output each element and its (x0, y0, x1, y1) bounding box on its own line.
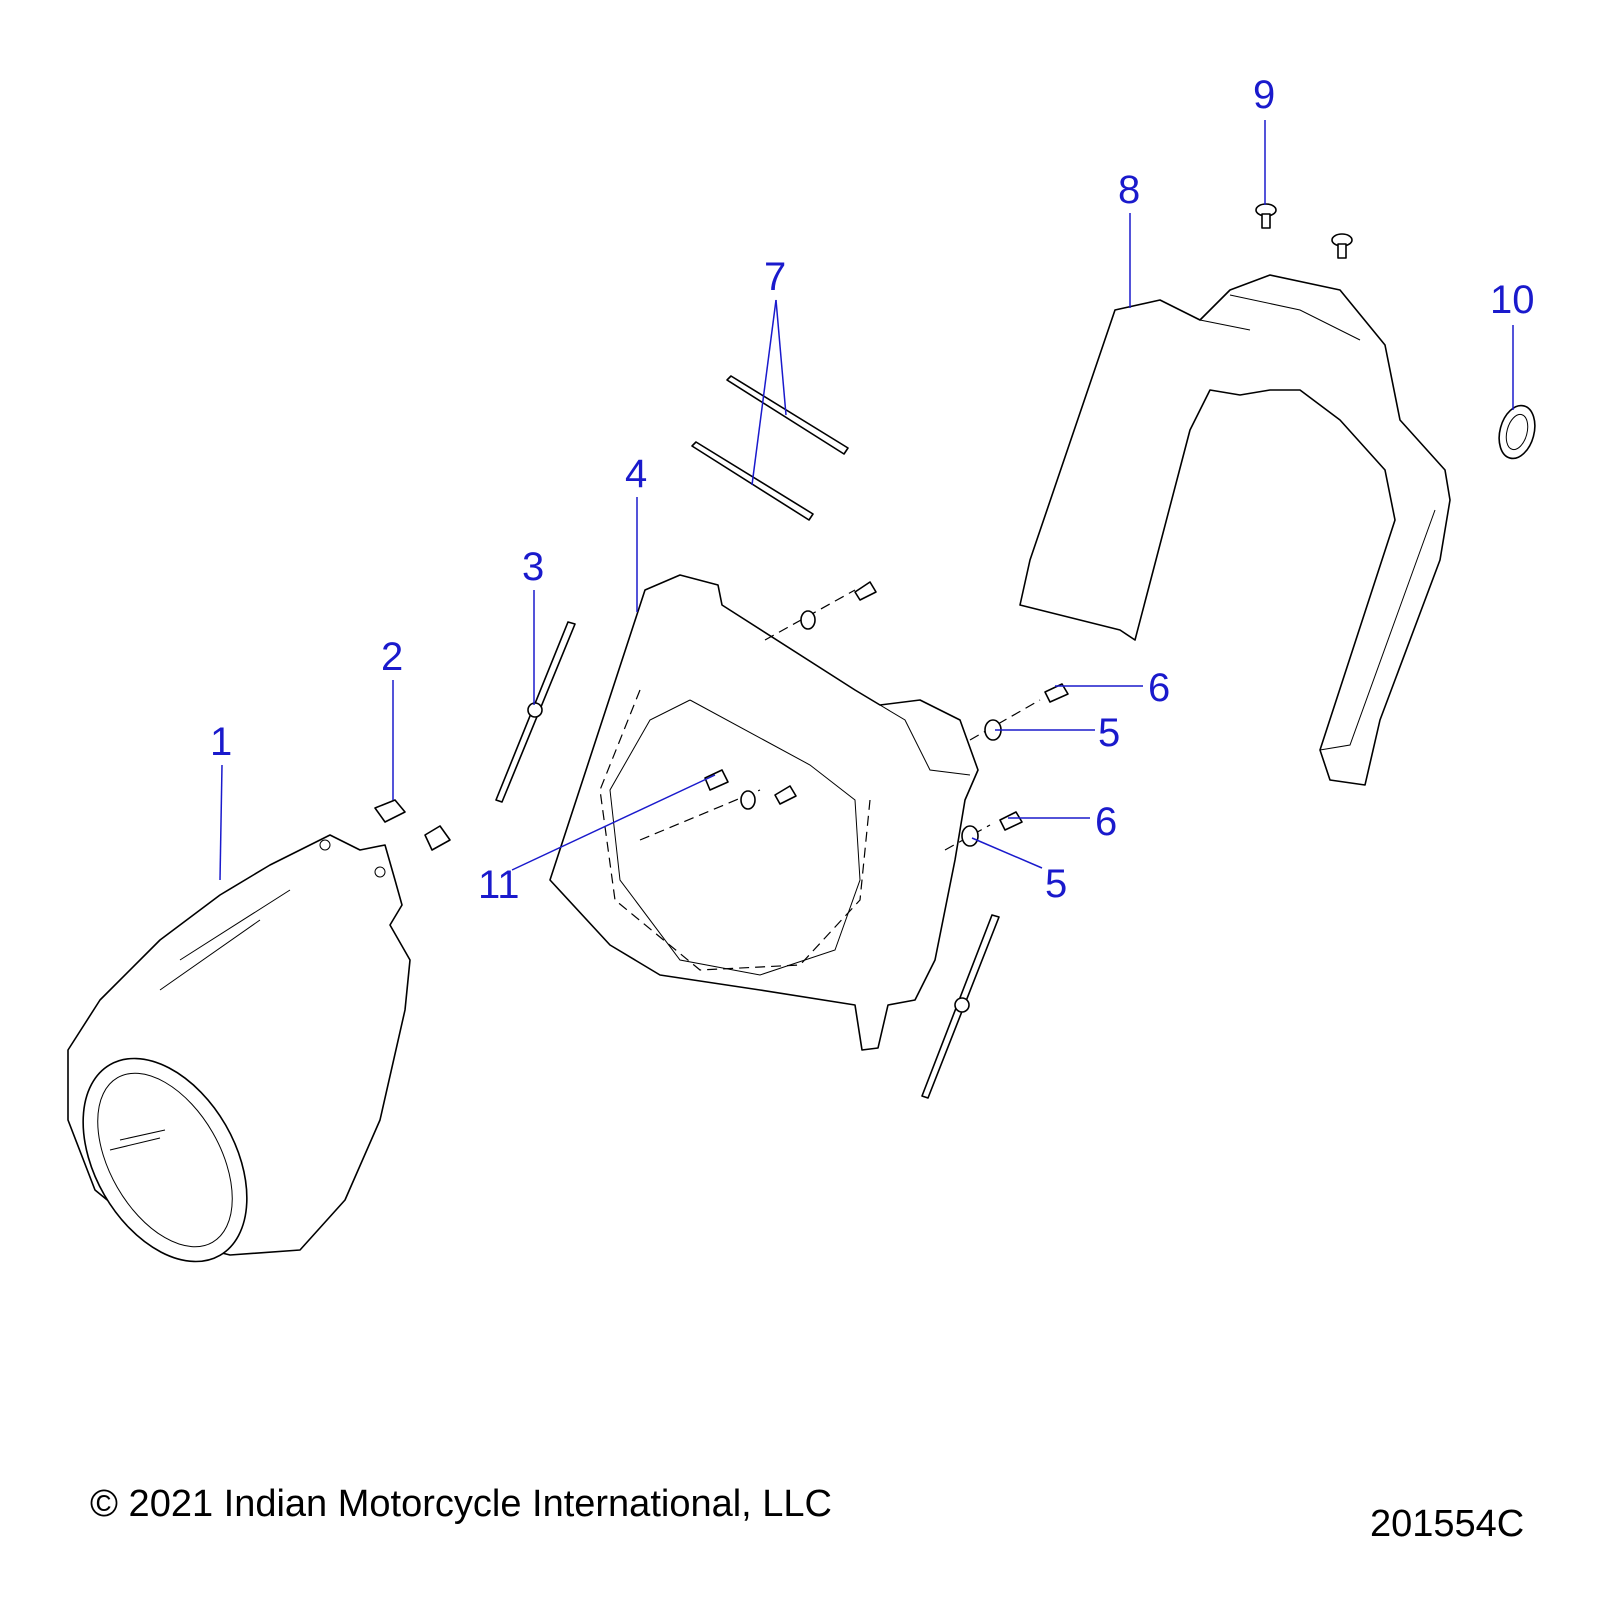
callout-6: 6 (1095, 800, 1117, 844)
rod-part (495, 621, 1000, 1099)
callout-11: 11 (478, 863, 520, 907)
callout-5: 5 (1098, 711, 1120, 755)
fork-cover-part (1019, 274, 1451, 786)
seal-strip-part (691, 375, 849, 521)
fasteners-part (639, 581, 1069, 851)
callout-leaders (219, 120, 1514, 881)
callout-1: 1 (210, 720, 232, 764)
callout-9: 9 (1253, 73, 1275, 117)
headlight-nacelle-part (67, 834, 411, 1263)
copyright-text: © 2021 Indian Motorcycle International, … (90, 1483, 832, 1525)
grommet-part (1498, 404, 1536, 460)
speed-nut-clip-part (374, 799, 451, 851)
callout-2: 2 (381, 635, 403, 679)
screw-part (1255, 203, 1353, 259)
callout-8: 8 (1118, 168, 1140, 212)
headlight-housing-part (549, 574, 979, 1051)
callout-5: 5 (1045, 862, 1067, 906)
callout-6: 6 (1148, 666, 1170, 710)
callout-3: 3 (522, 545, 544, 589)
callout-7: 7 (764, 255, 786, 299)
diagram-id: 201554C (1370, 1503, 1525, 1545)
callout-4: 4 (625, 452, 647, 496)
callout-10: 10 (1490, 278, 1535, 322)
